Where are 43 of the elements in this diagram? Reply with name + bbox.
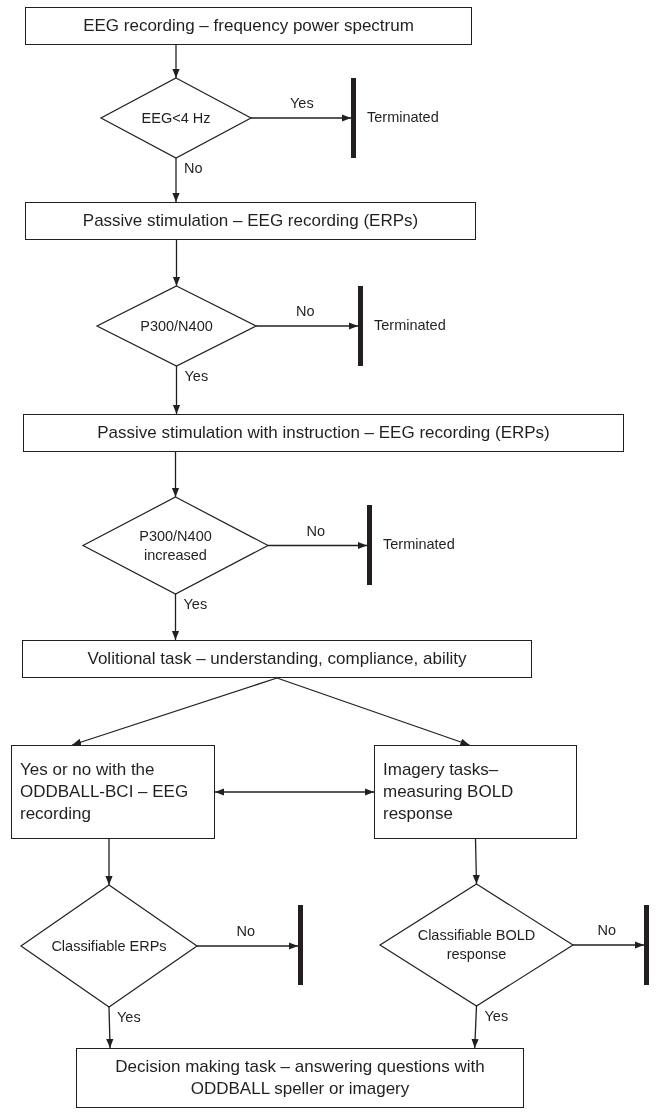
terminator-bar [298,905,303,985]
decision-text: Classifiable ERPs [51,936,167,956]
arrow [71,677,278,746]
process-box: Decision making task – answering questions with ODDBALL speller or imagery [76,1048,524,1108]
arrow [196,942,299,950]
decision-text: Classifiable BOLD response [416,926,537,964]
arrow [572,941,645,949]
decision-diamond [380,884,573,1006]
terminator-bar [358,286,363,366]
arrow [171,451,180,498]
arrow [171,593,180,641]
process-box: Passive stimulation – EEG recording (ERPs) [25,202,476,240]
arrow [172,239,181,287]
terminated-label: Terminated [367,109,439,125]
arrow [255,322,359,330]
decision-diamond [101,78,251,158]
decision-text: P300/N400 [140,316,213,336]
process-box: Volitional task – understanding, compliance, ability [22,640,532,678]
arrow [250,114,352,122]
terminated-label: Terminated [383,536,455,552]
process-box: EEG recording – frequency power spectrum [25,7,472,45]
decision-text: EEG<4 Hz [141,108,211,128]
decision-diamond [83,497,268,594]
arrow [471,1005,479,1049]
decision-diamond [21,885,197,1007]
arrow [472,838,480,885]
arrow [172,365,181,415]
terminator-bar [367,505,372,585]
arrow [214,788,375,796]
arrow [106,1006,114,1049]
arrow [267,541,368,550]
decision-text: P300/N400 increased [138,526,213,565]
decision-diamond [97,286,256,366]
terminated-label: Terminated [374,317,446,333]
arrow [172,44,180,79]
arrow [172,157,180,203]
terminator-bar [351,78,356,158]
arrow [105,838,113,886]
process-box: Passive stimulation with instruction – EEG recording (ERPs) [23,414,624,452]
process-box: Yes or no with the ODDBALL-BCI – EEG recording [11,745,215,839]
arrow [276,677,471,746]
process-box: Imagery tasks– measuring BOLD response [374,745,577,839]
terminator-bar [644,905,649,985]
